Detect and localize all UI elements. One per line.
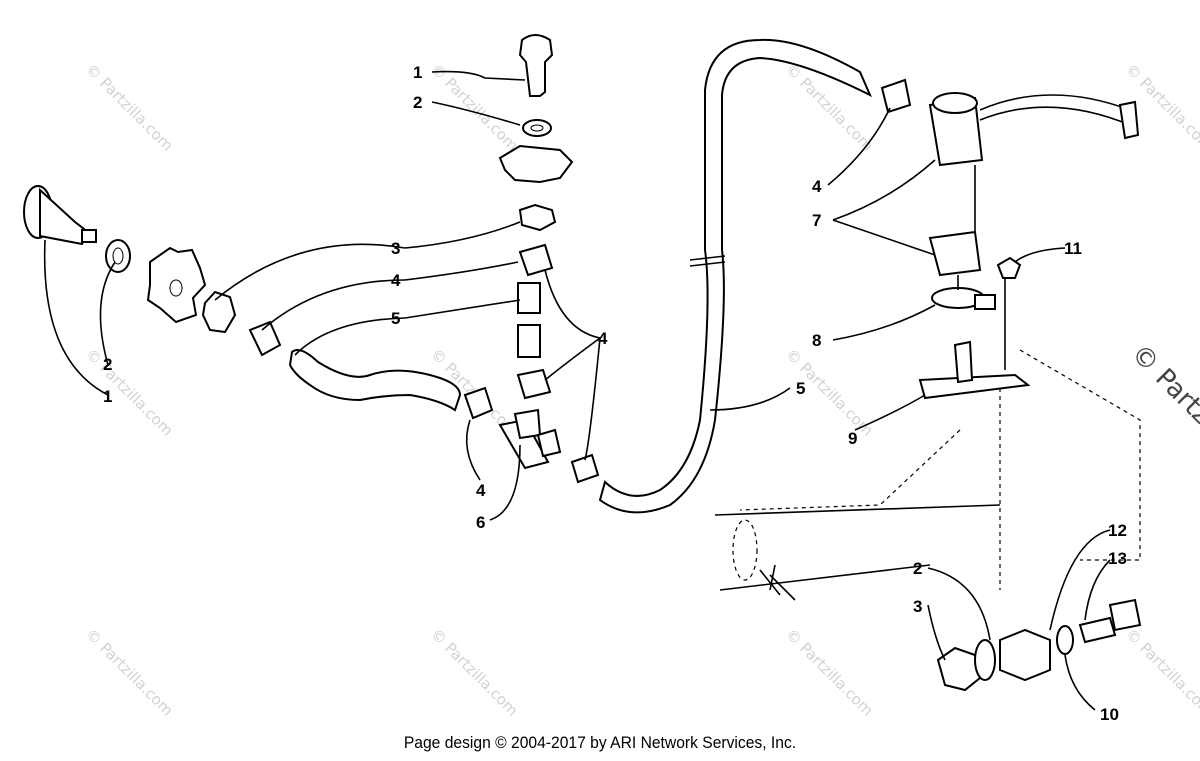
callout-12: 12 <box>1108 521 1127 540</box>
callout-9: 9 <box>848 429 857 448</box>
watermark: © Partzilla.com <box>427 625 522 720</box>
callout-10: 10 <box>1100 705 1119 724</box>
callout-5: 5 <box>796 379 805 398</box>
fuel-valve-left <box>23 185 97 246</box>
hose-clamp-top <box>518 243 554 277</box>
tee-fitting <box>498 408 562 470</box>
callout-6: 6 <box>476 513 485 532</box>
hex-nut-left <box>201 290 237 334</box>
callout-4: 4 <box>391 271 401 290</box>
callout-11: 11 <box>1064 239 1082 258</box>
leader-lines <box>43 70 1111 711</box>
tank-flange-top <box>498 144 574 184</box>
watermarks: © Partzilla.com © Partzilla.com © Partzi… <box>82 60 1200 720</box>
lock-nut <box>996 256 1022 279</box>
callout-3: 3 <box>913 597 922 616</box>
watermark-large: © Partzilla.com <box>1125 339 1200 502</box>
watermark: © Partzilla.com <box>82 625 177 720</box>
callout-1: 1 <box>103 387 112 406</box>
callout-2: 2 <box>413 93 422 112</box>
hose-segment-b <box>517 324 541 358</box>
frame-outline <box>714 349 1141 601</box>
watermark: © Partzilla.com <box>82 345 177 440</box>
watermark: © Partzilla.com <box>1122 625 1200 720</box>
inset-assembly <box>936 598 1142 692</box>
callout-2: 2 <box>103 355 112 374</box>
mounting-bracket <box>918 373 1031 400</box>
callout-3: 3 <box>391 239 400 258</box>
fuel-valve-top <box>518 34 554 97</box>
callout-13: 13 <box>1108 549 1127 568</box>
pump-mount <box>928 230 982 277</box>
hose-segment-a <box>517 282 541 314</box>
watermark: © Partzilla.com <box>82 60 177 155</box>
hose-clamp-left <box>248 320 282 357</box>
callout-5: 5 <box>391 309 400 328</box>
callout-8: 8 <box>812 331 821 350</box>
watermark: © Partzilla.com <box>782 625 877 720</box>
callout-4: 4 <box>476 481 486 500</box>
fuel-hose-left <box>288 349 462 412</box>
fuel-hose-right <box>598 38 873 514</box>
fuel-pump <box>928 92 1140 167</box>
callout-4: 4 <box>598 329 608 348</box>
hex-nut-top <box>518 203 557 232</box>
callout-2: 2 <box>913 559 922 578</box>
hose-clamp-center <box>463 386 494 420</box>
hose-clamp-pump <box>880 78 912 114</box>
callout-7: 7 <box>812 211 821 230</box>
callout-4: 4 <box>812 177 822 196</box>
copyright-notice: Page design © 2004-2017 by ARI Network S… <box>403 733 797 752</box>
callouts: 1 2 3 4 5 4 2 1 4 6 4 7 8 9 11 5 12 13 2… <box>103 63 1127 724</box>
hose-clamp-lower <box>516 368 552 400</box>
callout-1: 1 <box>413 63 422 82</box>
